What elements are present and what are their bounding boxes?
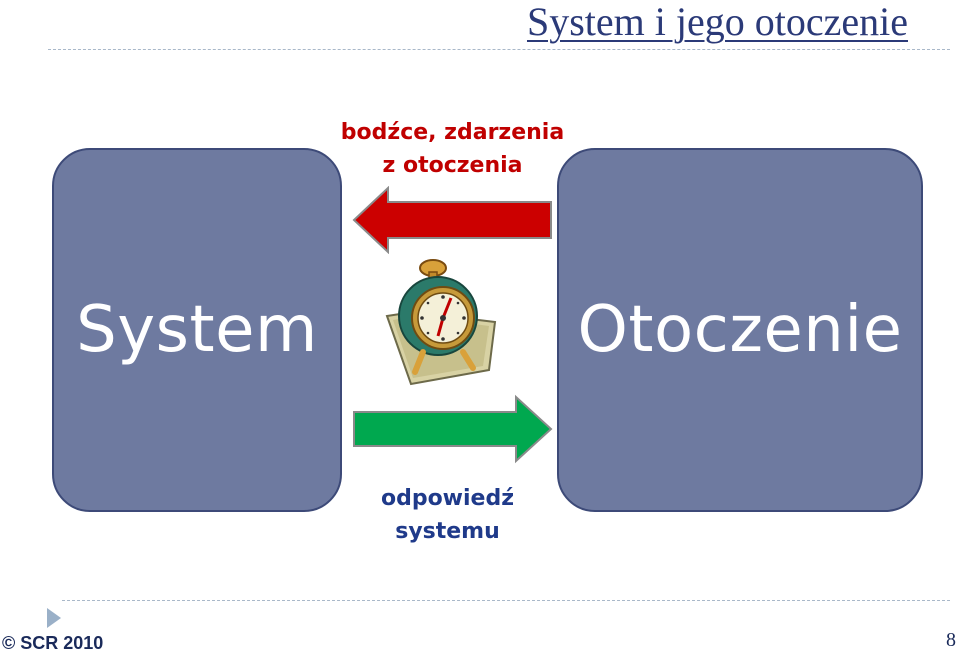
bottom-divider [62, 600, 950, 601]
slide-title: System i jego otoczenie [526, 0, 908, 44]
page-number: 8 [946, 629, 956, 651]
system-box: System [52, 148, 342, 512]
environment-label: Otoczenie [577, 293, 903, 367]
stimuli-label-line-2: z otoczenia [382, 153, 523, 178]
stimuli-arrow [352, 186, 552, 254]
stimuli-label-line-1: bodźce, zdarzenia [340, 120, 565, 145]
system-label: System [76, 293, 318, 367]
response-label: odpowiedź systemu [335, 482, 560, 548]
alarm-clock-icon [385, 259, 497, 386]
triangle-bullet-icon [47, 608, 61, 628]
copyright-footer: © SCR 2010 [2, 633, 104, 653]
response-arrow [353, 394, 553, 464]
response-label-line-2: systemu [395, 519, 500, 544]
stimuli-label: bodźce, zdarzenia z otoczenia [330, 116, 575, 182]
response-label-line-1: odpowiedź [380, 486, 515, 511]
top-divider [48, 49, 950, 50]
environment-box: Otoczenie [557, 148, 923, 512]
